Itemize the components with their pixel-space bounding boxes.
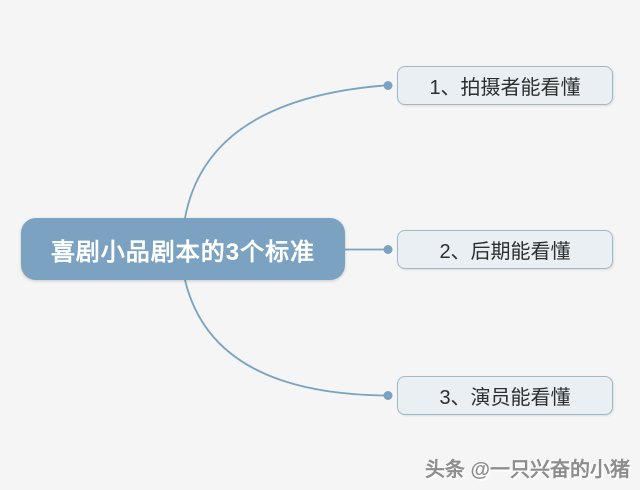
branch-node-1[interactable]: 1、拍摄者能看懂 xyxy=(397,66,613,105)
watermark: 头条 @一只兴奋的小猪 xyxy=(424,459,630,481)
connector-dot-icon xyxy=(383,245,393,254)
connector-curve-bottom xyxy=(184,279,385,397)
branch-node-2-label: 2、后期能看懂 xyxy=(439,241,571,263)
branch-node-3[interactable]: 3、演员能看懂 xyxy=(397,376,613,415)
connector-dot-icon xyxy=(383,391,393,400)
connector-curve-top xyxy=(184,84,385,219)
root-node[interactable]: 喜剧小品剧本的3个标准 xyxy=(21,218,345,280)
branch-node-1-label: 1、拍摄者能看懂 xyxy=(429,77,581,99)
connector-dot-icon xyxy=(383,81,393,90)
root-node-label: 喜剧小品剧本的3个标准 xyxy=(50,238,316,266)
branch-node-3-label: 3、演员能看懂 xyxy=(439,387,571,409)
branch-node-2[interactable]: 2、后期能看懂 xyxy=(397,230,613,269)
